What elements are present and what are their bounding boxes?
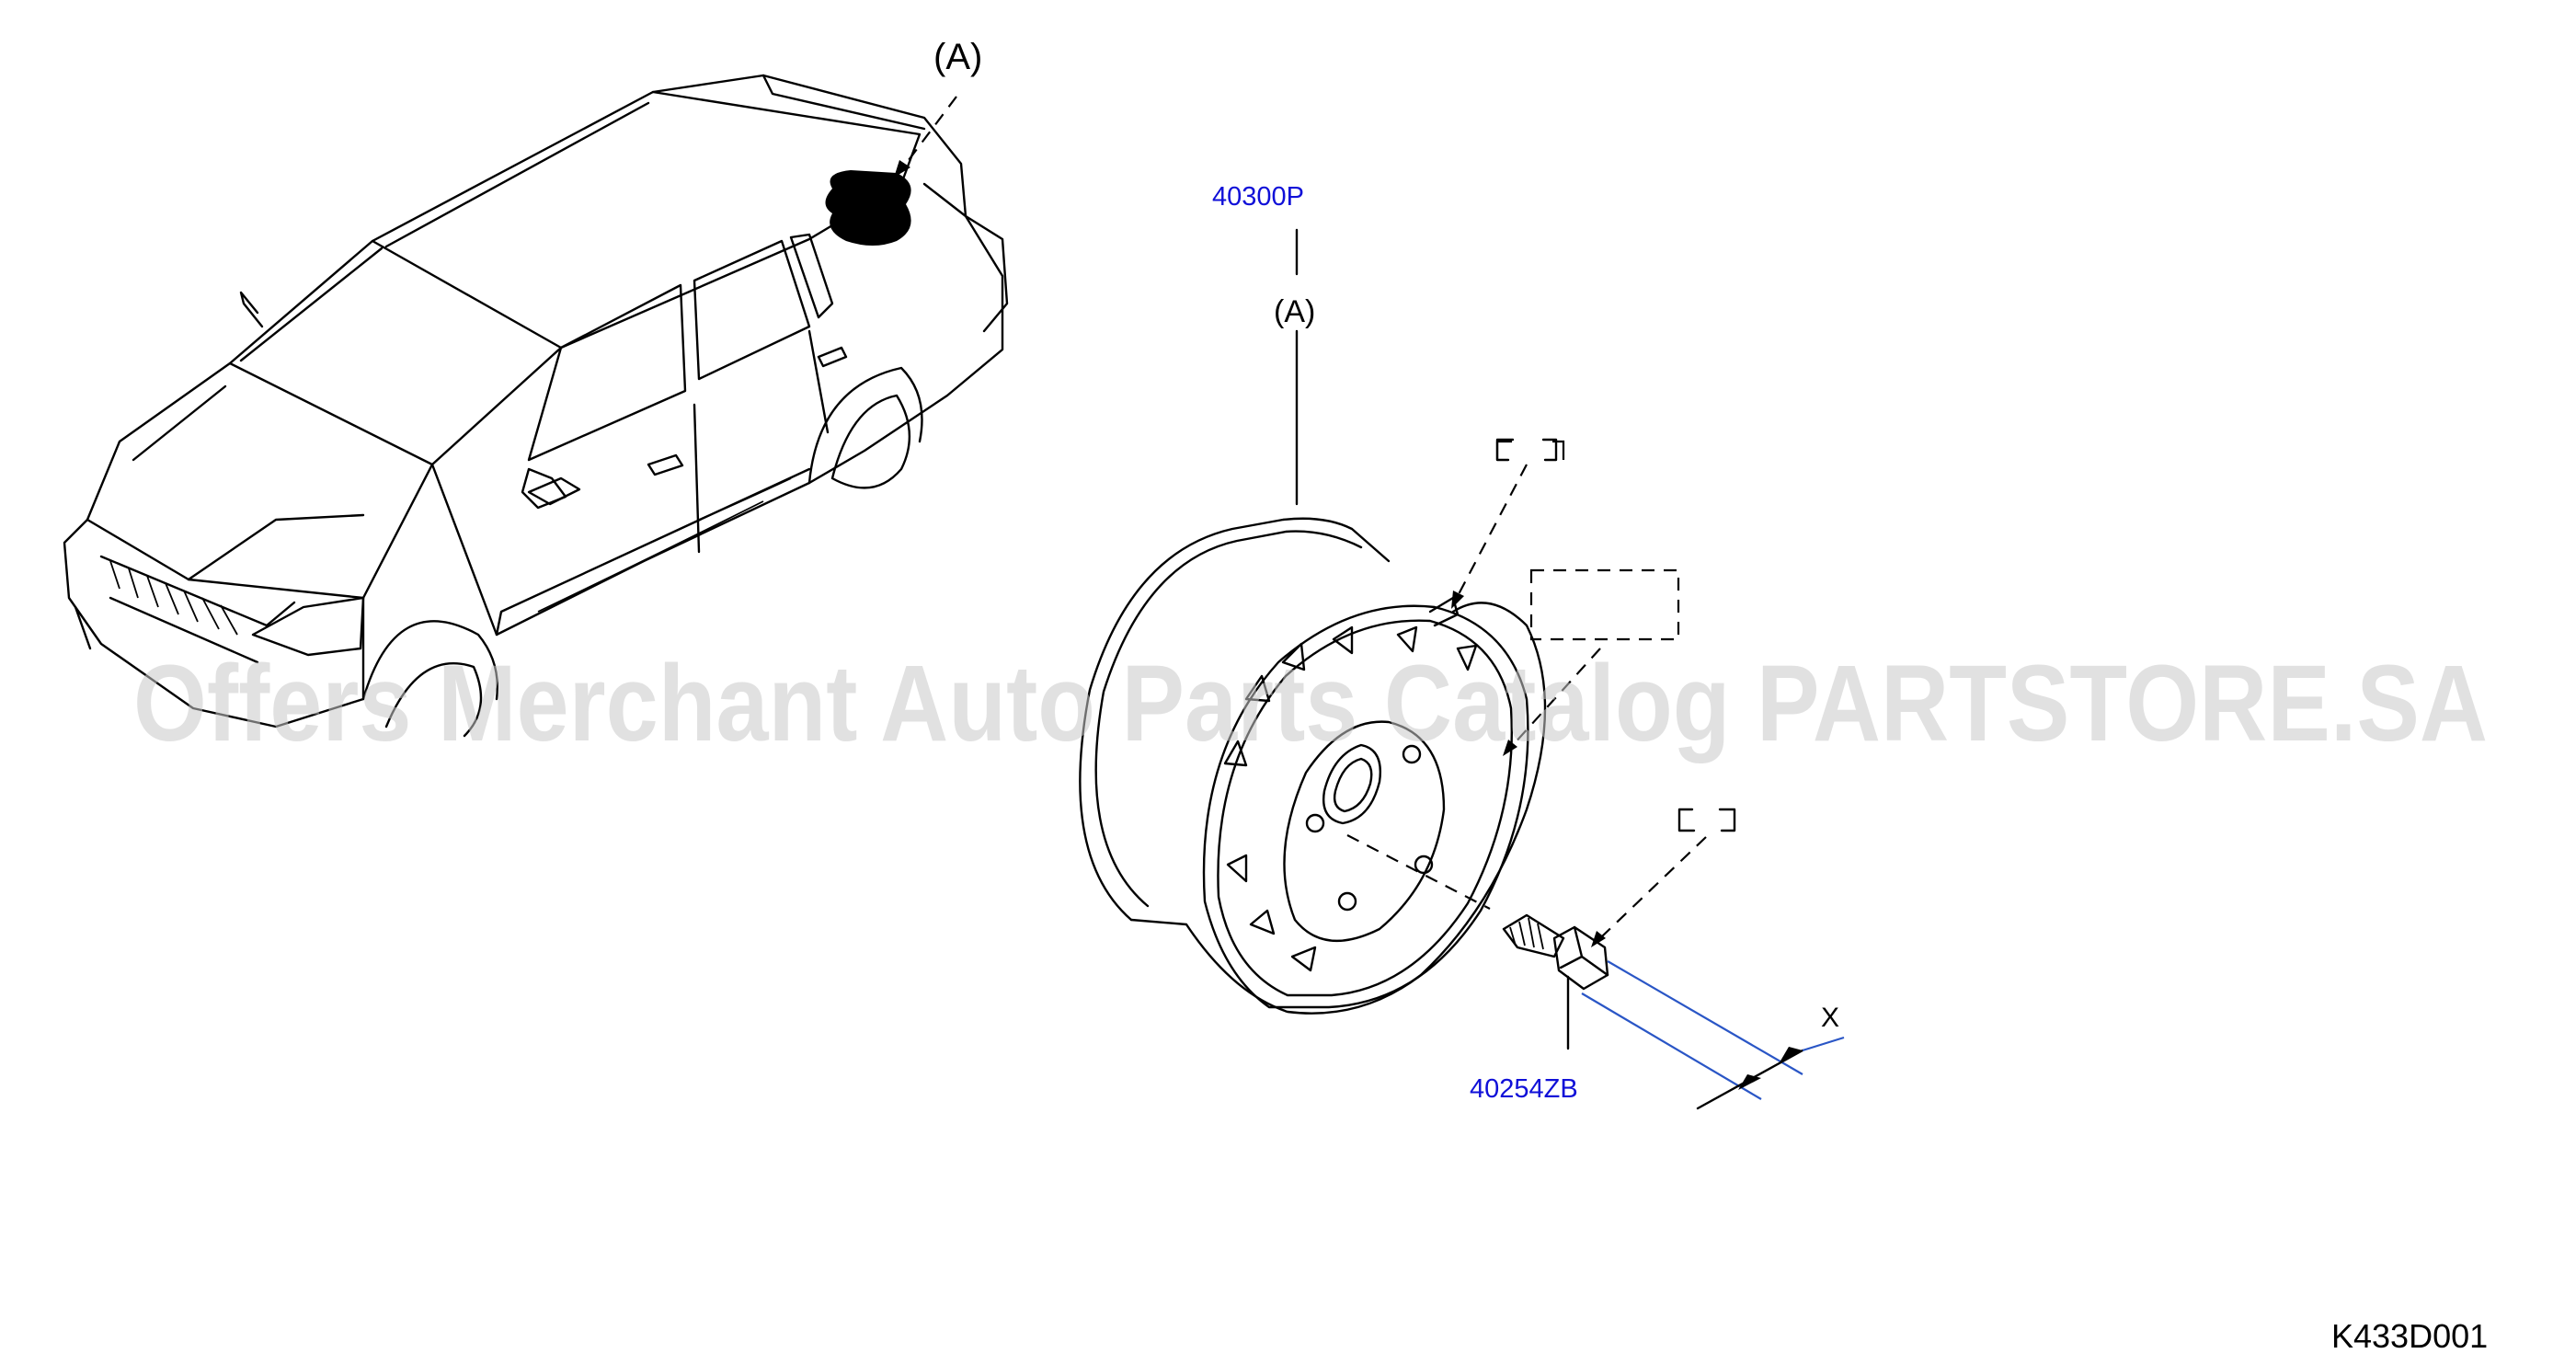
- dimension-label-x: X: [1821, 1003, 1839, 1033]
- part-number-bolt: 40254ZB: [1470, 1074, 1578, 1104]
- vehicle-illustration: (A): [63, 37, 1009, 738]
- part-number-wheel: 40300P: [1212, 182, 1304, 212]
- car-callout-a: (A): [933, 37, 982, 77]
- dimension-x: X: [1581, 960, 1845, 1110]
- spare-wheel-location-marker: [825, 170, 911, 246]
- note-box: [1529, 568, 1680, 641]
- wheel-callout-a: (A): [1274, 294, 1315, 329]
- wheel-illustration: [1079, 517, 1547, 1015]
- wheel-bolt-illustration: [1502, 913, 1609, 991]
- watermark-text: Offers Merchant Auto Parts Catalog PARTS…: [133, 643, 2488, 764]
- diagram-code: K433D001: [2331, 1317, 2488, 1355]
